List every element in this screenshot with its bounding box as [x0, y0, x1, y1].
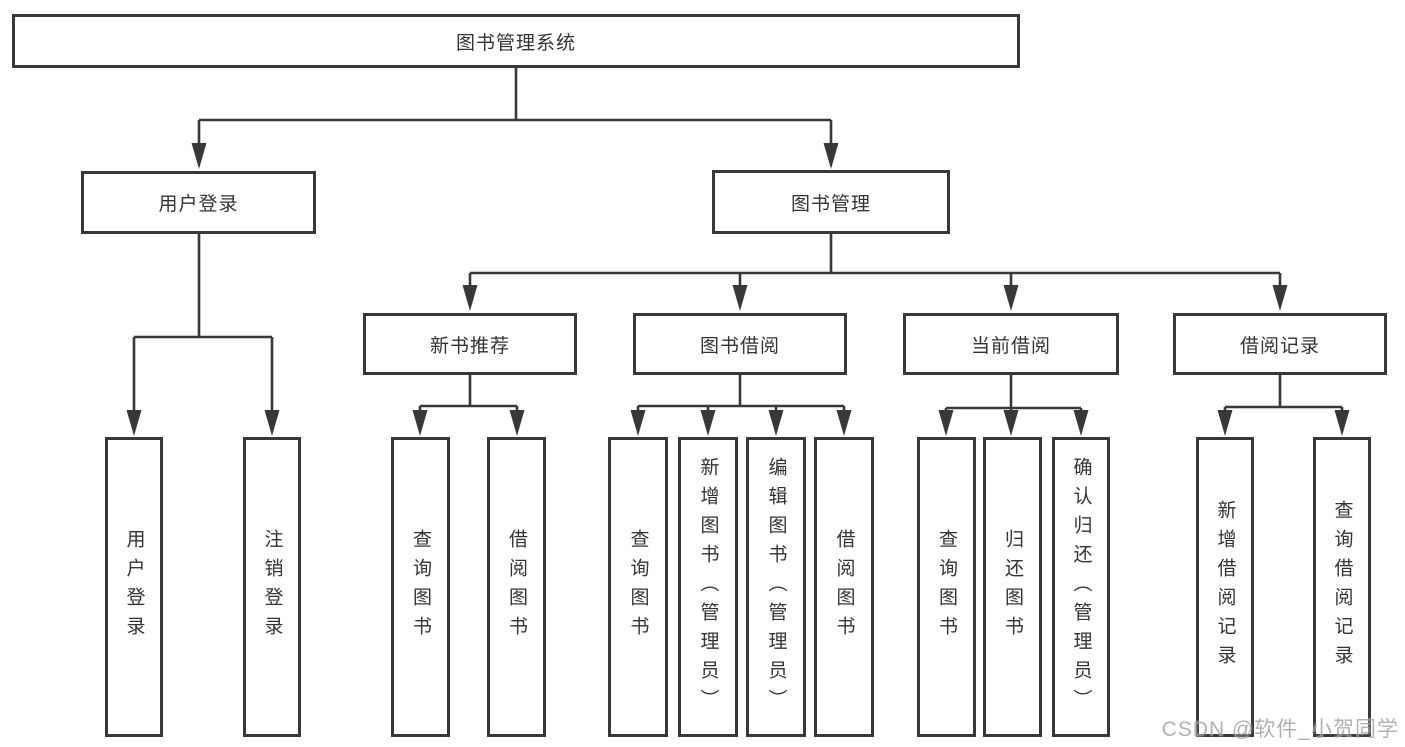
connector-user-login-children — [126, 234, 280, 436]
node-book-management: 图书管理 — [712, 170, 950, 234]
leaf-query-borrow-record: 查询借阅记录 — [1313, 437, 1371, 737]
leaf-query-book-3-label: 查询图书 — [936, 529, 957, 645]
leaf-return-book-label: 归还图书 — [1002, 529, 1023, 645]
connector-borrow-record-children — [1217, 375, 1350, 436]
leaf-confirm-return-admin-label: 确认归还（管理员） — [1070, 456, 1092, 718]
leaf-query-book-2: 查询图书 — [608, 437, 668, 737]
connector-current-borrow-children — [938, 375, 1089, 436]
leaf-query-book-3: 查询图书 — [917, 437, 976, 737]
node-book-borrow-label: 图书借阅 — [699, 335, 780, 357]
leaf-logout: 注销登录 — [243, 437, 301, 737]
node-book-management-label: 图书管理 — [790, 193, 871, 215]
leaf-logout-label: 注销登录 — [261, 529, 283, 645]
leaf-borrow-book-1-label: 借阅图书 — [506, 529, 527, 645]
node-new-book-recommend-label: 新书推荐 — [429, 335, 510, 357]
leaf-user-login: 用户登录 — [105, 437, 163, 737]
node-book-borrow: 图书借阅 — [633, 313, 847, 375]
leaf-borrow-book-2: 借阅图书 — [814, 437, 874, 737]
node-borrow-record-label: 借阅记录 — [1239, 335, 1320, 357]
connector-root-to-level2 — [191, 68, 839, 169]
leaf-query-book-1: 查询图书 — [391, 437, 450, 737]
node-system-root: 图书管理系统 — [12, 14, 1020, 68]
leaf-query-book-2-label: 查询图书 — [627, 529, 649, 645]
node-system-root-label: 图书管理系统 — [455, 32, 576, 54]
node-borrow-record: 借阅记录 — [1173, 313, 1387, 375]
leaf-add-borrow-record-label: 新增借阅记录 — [1214, 500, 1236, 674]
connector-book-borrow-children — [630, 375, 852, 436]
node-current-borrow-label: 当前借阅 — [970, 335, 1051, 357]
leaf-add-book-admin: 新增图书（管理员） — [678, 437, 738, 737]
leaf-borrow-book-2-label: 借阅图书 — [833, 529, 855, 645]
node-current-borrow: 当前借阅 — [903, 313, 1119, 375]
leaf-query-book-1-label: 查询图书 — [410, 529, 431, 645]
node-user-login: 用户登录 — [81, 171, 316, 234]
leaf-borrow-book-1: 借阅图书 — [487, 437, 546, 737]
leaf-edit-book-admin-label: 编辑图书（管理员） — [765, 456, 787, 718]
node-user-login-label: 用户登录 — [158, 194, 239, 215]
leaf-add-book-admin-label: 新增图书（管理员） — [697, 456, 719, 718]
connector-book-mgmt-children — [462, 234, 1288, 311]
leaf-query-borrow-record-label: 查询借阅记录 — [1331, 500, 1353, 674]
leaf-edit-book-admin: 编辑图书（管理员） — [746, 437, 806, 737]
node-new-book-recommend: 新书推荐 — [363, 313, 577, 375]
leaf-confirm-return-admin: 确认归还（管理员） — [1052, 437, 1110, 737]
leaf-add-borrow-record: 新增借阅记录 — [1196, 437, 1254, 737]
csdn-watermark: CSDN @软件_小贺同学 — [1161, 718, 1399, 741]
leaf-return-book: 归还图书 — [983, 437, 1042, 737]
connector-new-book-children — [412, 375, 525, 436]
leaf-user-login-label: 用户登录 — [123, 529, 145, 645]
